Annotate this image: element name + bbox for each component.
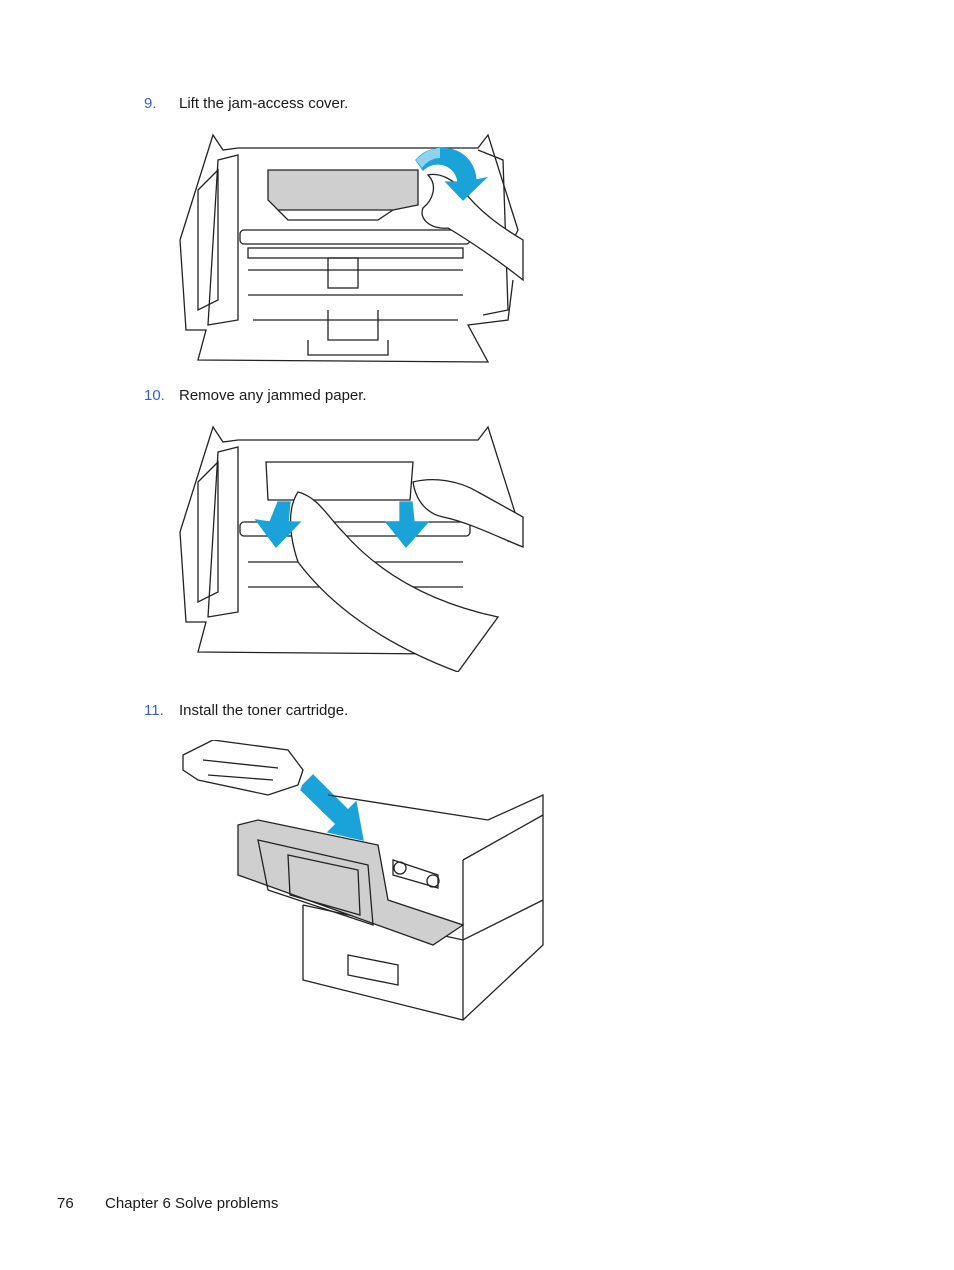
down-arrow-icon (384, 501, 430, 549)
page-number: 76 (57, 1195, 74, 1212)
toner-cartridge (182, 740, 304, 796)
figure-remove-jammed-paper (178, 422, 528, 672)
step-number: 11. (144, 702, 164, 719)
chapter-title: Chapter 6 Solve problems (105, 1195, 279, 1212)
printer-interior (179, 133, 519, 251)
step-text: Lift the jam-access cover. (179, 95, 349, 112)
printer-front (302, 793, 544, 1021)
step-number: 10. (144, 387, 165, 404)
step-number: 9. (144, 95, 157, 112)
hand (289, 491, 500, 672)
step-text: Install the toner cartridge. (179, 702, 349, 719)
down-arrow-icon (254, 501, 302, 549)
step-10: 10. Remove any jammed paper. (0, 387, 954, 409)
page-footer: 76 Chapter 6 Solve problems (0, 1195, 954, 1217)
insert-arrow-icon (300, 774, 364, 841)
figure-install-toner (178, 740, 548, 1025)
step-11: 11. Install the toner cartridge. (0, 702, 954, 724)
step-text: Remove any jammed paper. (179, 387, 367, 404)
printer-interior (179, 425, 519, 543)
figure-lift-jam-cover (178, 130, 528, 365)
jammed-paper (265, 461, 414, 501)
step-9: 9. Lift the jam-access cover. (0, 95, 954, 117)
hand (412, 479, 524, 548)
